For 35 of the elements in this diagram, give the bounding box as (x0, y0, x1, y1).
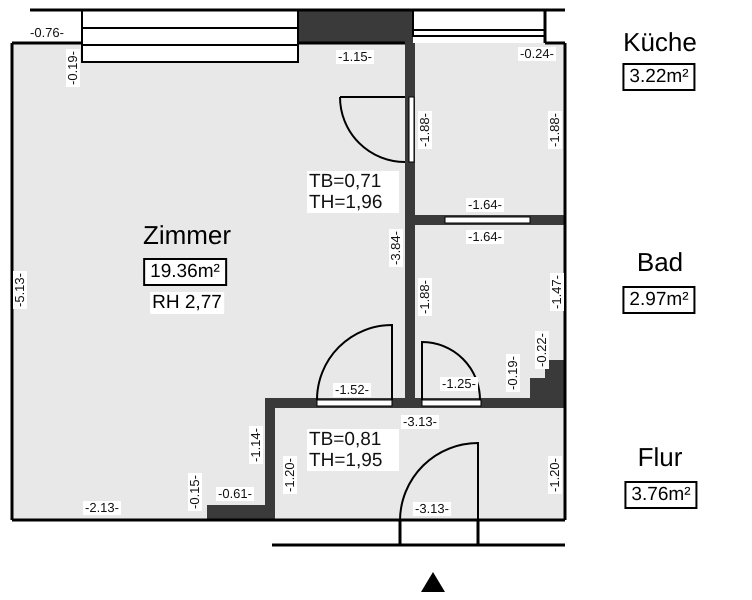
dimension-label: -2.13- (83, 501, 121, 515)
dimension-label: -1.25- (440, 377, 478, 391)
dimension-label: -0.24- (518, 47, 556, 61)
dimension-label: -0.15- (188, 473, 202, 511)
ceiling-height-note: RH 2,77 (150, 292, 224, 314)
area-box: 3.76m² (624, 481, 698, 509)
dimension-label: -1.14- (249, 426, 263, 464)
room-name: Flur (638, 442, 682, 472)
dimension-label: -1.20- (283, 456, 297, 494)
area-box: 19.36m² (143, 258, 227, 286)
dimension-label: -1.64- (466, 198, 504, 212)
dimension-label: -1.64- (466, 230, 504, 244)
room-name: Zimmer (142, 220, 232, 250)
dimension-label: -3.84- (389, 229, 403, 267)
dimension-label: -5.13- (13, 271, 27, 309)
dimension-label: -1.20- (548, 456, 562, 494)
dimension-label: -0.61- (216, 487, 254, 501)
area-box: 3.22m² (622, 63, 696, 91)
door-spec-note: TB=0,71 TH=1,96 (307, 171, 399, 213)
room-name: Küche (623, 27, 697, 57)
dimension-label: -1.88- (548, 111, 562, 149)
room-name: Bad (636, 247, 684, 277)
dimension-label: -0.76- (28, 26, 66, 40)
door-spec-note: TB=0,81 TH=1,95 (307, 429, 399, 471)
area-box: 2.97m² (622, 286, 696, 314)
dimension-label: -1.52- (333, 383, 371, 397)
dimension-label: -1.47- (550, 273, 564, 311)
dimension-label: -1.15- (336, 50, 374, 64)
dimension-label: -1.88- (418, 278, 432, 316)
dimension-label: -0.19- (506, 354, 520, 392)
dimension-label: -1.88- (418, 111, 432, 149)
dimension-label: -3.13- (401, 415, 439, 429)
dimension-label: -0.19- (66, 49, 80, 87)
dimension-label: -3.13- (413, 502, 451, 516)
dimension-label: -0.22- (535, 331, 549, 369)
